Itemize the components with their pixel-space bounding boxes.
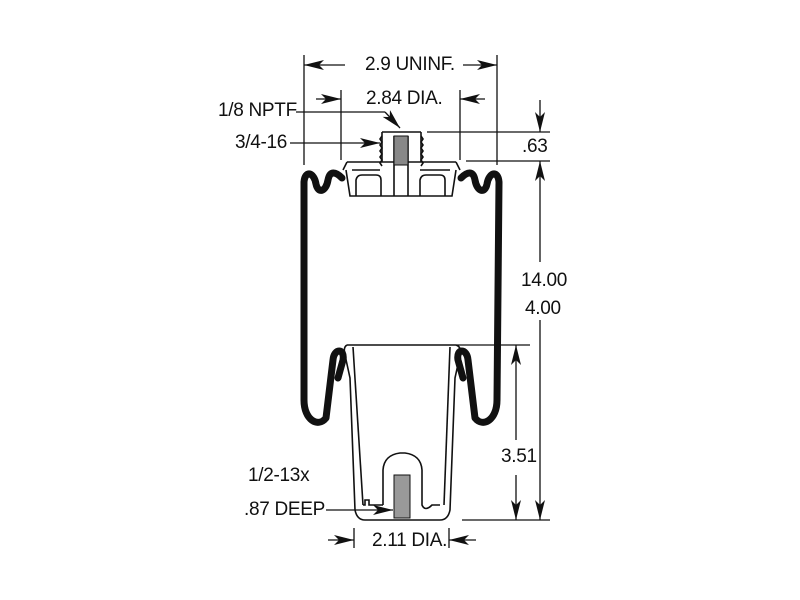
label-uninflated-width: 2.9 UNINF. xyxy=(365,54,455,75)
piston xyxy=(343,344,462,521)
dimension-lines xyxy=(290,55,550,548)
label-max-height: 14.00 xyxy=(521,270,568,291)
label-piston-height: 3.51 xyxy=(501,446,537,467)
label-bottom-thread: 1/2-13x xyxy=(248,465,310,486)
label-air-fitting: 1/8 NPTF xyxy=(218,100,297,121)
label-min-height: 4.00 xyxy=(525,298,561,319)
label-stud-height: .63 xyxy=(522,136,548,157)
top-plate xyxy=(342,131,461,197)
bellows xyxy=(300,169,503,426)
label-piston-diameter: 2.11 DIA. xyxy=(372,530,448,551)
label-bottom-thread-depth: .87 DEEP xyxy=(244,499,326,520)
label-stud-thread: 3/4-16 xyxy=(235,132,288,153)
label-top-plate-diameter: 2.84 DIA. xyxy=(366,88,443,109)
